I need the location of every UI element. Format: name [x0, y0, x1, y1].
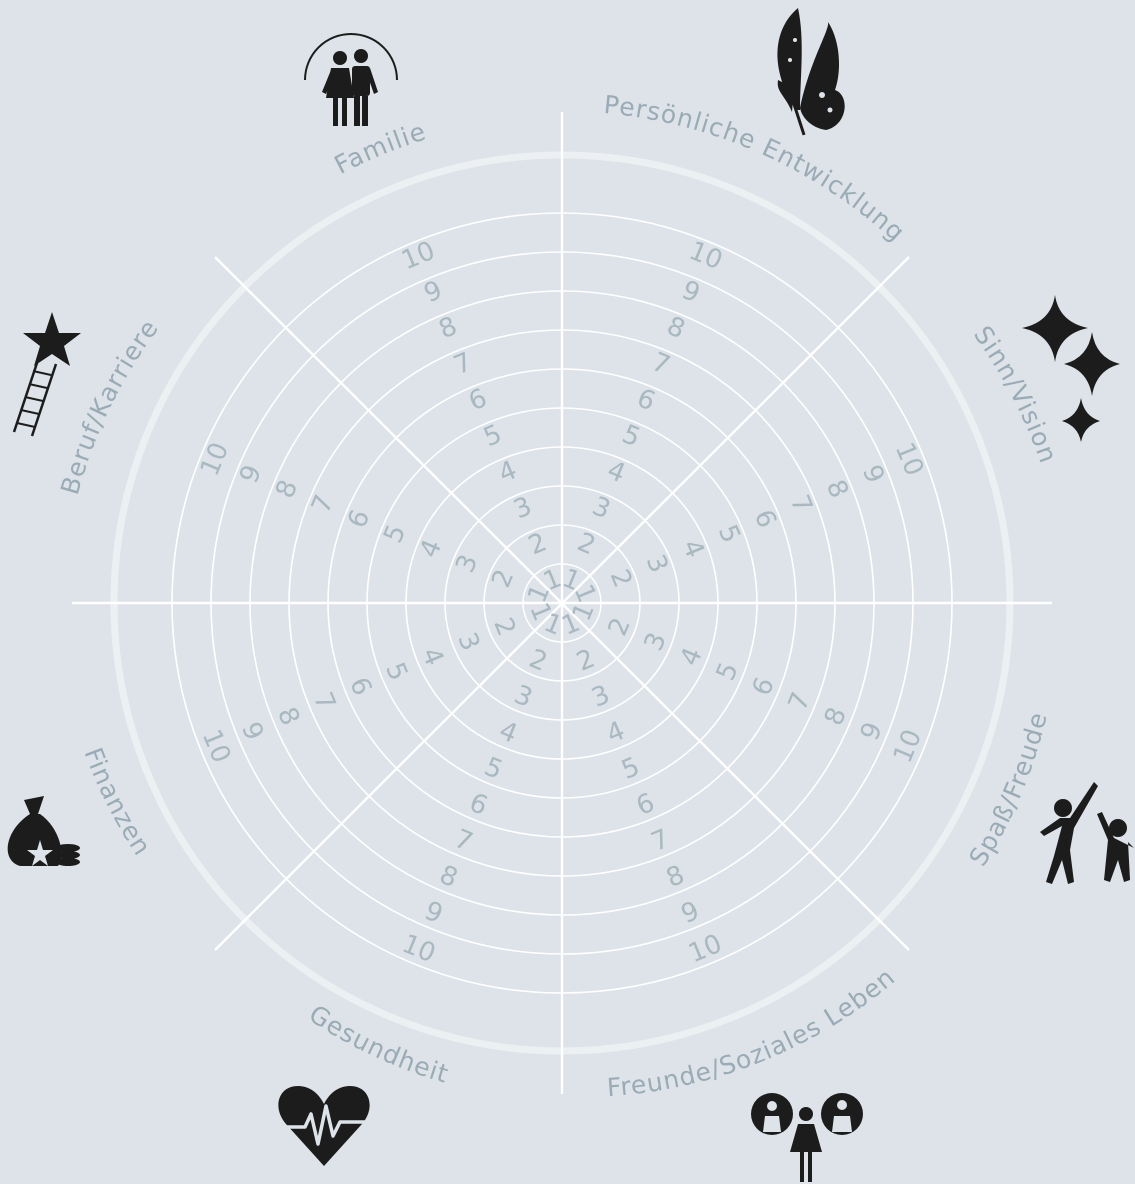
scale-number: 5: [617, 752, 644, 786]
scale-number: 6: [748, 506, 782, 533]
scale-number: 10: [888, 725, 928, 767]
couple-icon: [304, 33, 398, 126]
scale-number: 6: [465, 788, 492, 822]
scale-number: 6: [747, 673, 781, 700]
scale-number: 9: [420, 275, 447, 309]
scale-number: 9: [677, 896, 704, 930]
wheel-grid: [72, 112, 1052, 1094]
scale-number: 4: [415, 643, 449, 670]
scale-number: 7: [450, 347, 477, 381]
scale-number: 5: [378, 521, 412, 548]
scale-number: 4: [494, 455, 521, 489]
scale-number: 8: [820, 476, 854, 503]
scale-number: 10: [195, 438, 235, 480]
segment-label-persoenliche-entwicklung: Persönliche Entwicklung: [603, 90, 911, 247]
scale-number: 3: [450, 550, 484, 577]
people-group-icon: [751, 1093, 863, 1182]
scale-number: 3: [510, 680, 537, 714]
scale-number: 10: [684, 929, 726, 969]
scale-number: 2: [603, 614, 637, 641]
scale-number: 7: [647, 824, 674, 858]
scale-number: 3: [640, 550, 674, 577]
scale-number: 7: [784, 491, 818, 518]
ladder-star-icon: [12, 312, 81, 437]
scale-number: 9: [420, 896, 447, 930]
scale-number: 10: [397, 236, 439, 276]
scale-number: 3: [509, 491, 536, 525]
scale-number: 2: [573, 644, 600, 678]
scale-number: 8: [435, 311, 462, 345]
scale-number: 5: [712, 521, 746, 548]
scale-number: 2: [487, 614, 521, 641]
scale-number: 7: [450, 824, 477, 858]
scale-number: 7: [307, 688, 341, 715]
scale-number: 9: [234, 461, 268, 488]
scale-number: 4: [676, 535, 710, 562]
scale-number: 3: [588, 491, 615, 525]
scale-number: 8: [271, 703, 305, 730]
scale-number: 2: [486, 565, 520, 592]
scale-number: 6: [633, 383, 660, 417]
scale-number: 4: [414, 535, 448, 562]
money-bag-icon: [7, 796, 80, 866]
scale-number: 8: [663, 311, 690, 345]
scale-number: 3: [451, 628, 485, 655]
scale-number: 5: [379, 658, 413, 685]
scale-number: 10: [685, 236, 727, 276]
scale-number: 2: [604, 565, 638, 592]
scale-number: 10: [398, 929, 440, 969]
segment-label-beruf-karriere: Beruf/Karriere: [55, 314, 164, 498]
scale-number: 5: [480, 419, 507, 453]
heartbeat-icon: [278, 1086, 370, 1166]
scale-number: 7: [783, 688, 817, 715]
segment-label-spass-freude: Spaß/Freude: [963, 709, 1052, 871]
scale-number: 5: [711, 658, 745, 685]
scale-number: 3: [639, 628, 673, 655]
scale-number: 6: [632, 788, 659, 822]
butterfly-icon: [777, 8, 845, 136]
sparkles-icon: [1022, 295, 1120, 442]
scale-number: 4: [603, 455, 630, 489]
scale-number: 5: [618, 419, 645, 453]
scale-number: 6: [342, 506, 376, 533]
scale-number: 8: [270, 476, 304, 503]
spoke-line: [214, 256, 910, 951]
scale-number: 8: [662, 860, 689, 894]
scale-number: 7: [648, 347, 675, 381]
scale-number: 3: [587, 680, 614, 714]
scale-number: 9: [855, 718, 889, 745]
scale-number: 9: [677, 275, 704, 309]
segment-label-familie: Familie: [330, 117, 430, 180]
scale-number: 6: [465, 383, 492, 417]
scale-number: 9: [235, 718, 269, 745]
scale-number: 9: [856, 461, 890, 488]
scale-number: 10: [196, 725, 236, 767]
scale-number: 8: [819, 703, 853, 730]
scale-number: 2: [573, 527, 600, 561]
scale-number: 2: [525, 644, 552, 678]
scale-number: 4: [495, 716, 522, 750]
scale-number: 4: [602, 716, 629, 750]
scale-number: 7: [306, 491, 340, 518]
high-five-icon: [1040, 782, 1134, 884]
scale-number: 6: [343, 673, 377, 700]
scale-number: 5: [480, 752, 507, 786]
scale-number: 2: [524, 527, 551, 561]
scale-number: 4: [675, 643, 709, 670]
scale-number: 8: [435, 860, 462, 894]
scale-number: 10: [889, 438, 929, 480]
